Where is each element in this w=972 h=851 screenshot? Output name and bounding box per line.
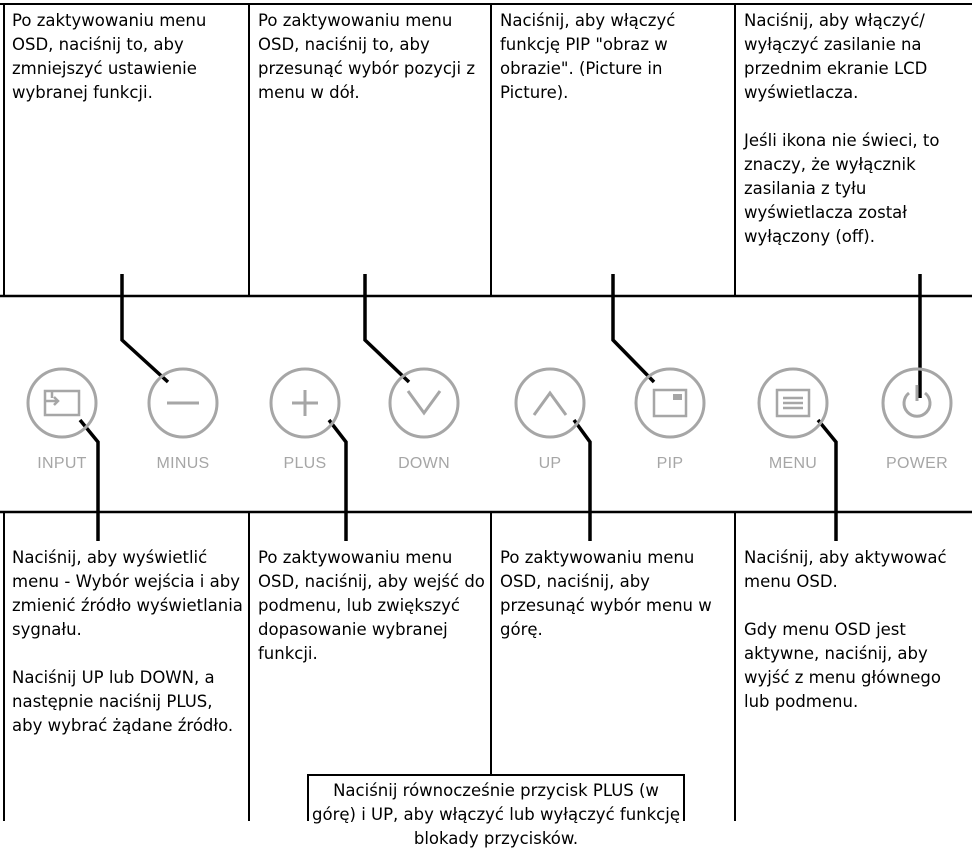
input-label: INPUT <box>37 455 87 472</box>
power-button[interactable] <box>881 367 953 439</box>
up-button[interactable] <box>514 367 586 439</box>
plus-button[interactable] <box>269 367 341 439</box>
top-panel-frame <box>0 3 972 298</box>
power-description-text: Naciśnij, aby włączyć/ wyłączyć zasilani… <box>744 11 928 102</box>
minus-label: MINUS <box>156 455 210 472</box>
plus-description-text: Po zaktywowaniu menu OSD, naciśnij, aby … <box>258 548 485 663</box>
plus-label: PLUS <box>283 455 327 472</box>
input-description-text: Naciśnij, aby wyświetlić menu - Wybór we… <box>12 548 243 639</box>
bottom-panel-frame <box>0 510 972 821</box>
menu-button[interactable] <box>757 367 829 439</box>
up-description-text: Po zaktywowaniu menu OSD, naciśnij, aby … <box>500 548 712 639</box>
power-label: POWER <box>886 455 948 472</box>
minus-description-text: Po zaktywowaniu menu OSD, naciśnij to, a… <box>12 11 207 102</box>
down-label: DOWN <box>398 455 450 472</box>
pip-label: PIP <box>656 455 684 472</box>
pip-button[interactable] <box>634 367 706 439</box>
control-panel-diagram: Po zaktywowaniu menu OSD, naciśnij to, a… <box>0 3 972 848</box>
plus-icon <box>292 390 318 416</box>
input-icon <box>43 389 81 417</box>
down-button[interactable] <box>388 367 460 439</box>
menu-description-text: Naciśnij, aby aktywować menu OSD. <box>744 548 947 591</box>
menu-icon <box>775 388 811 418</box>
plus-description: Po zaktywowaniu menu OSD, naciśnij, aby … <box>258 546 486 666</box>
minus-description: Po zaktywowaniu menu OSD, naciśnij to, a… <box>12 9 244 105</box>
pip-description-text: Naciśnij, aby włączyć funkcję PIP "obraz… <box>500 11 676 102</box>
pip-description: Naciśnij, aby włączyć funkcję PIP "obraz… <box>500 9 730 105</box>
menu-label: MENU <box>768 455 818 472</box>
chevron-up-icon <box>532 390 568 416</box>
up-label: UP <box>538 455 562 472</box>
down-description: Po zaktywowaniu menu OSD, naciśnij to, a… <box>258 9 486 105</box>
diagram-lines <box>0 3 972 821</box>
down-description-text: Po zaktywowaniu menu OSD, naciśnij to, a… <box>258 11 476 102</box>
power-icon <box>902 385 932 418</box>
button-lock-note: Naciśnij równocześnie przycisk PLUS (w g… <box>312 781 680 848</box>
menu-description: Naciśnij, aby aktywować menu OSD. Gdy me… <box>744 546 966 714</box>
input-description-note: Naciśnij UP lub DOWN, a następnie naciśn… <box>12 668 234 735</box>
up-description: Po zaktywowaniu menu OSD, naciśnij, aby … <box>500 546 730 642</box>
power-description: Naciśnij, aby włączyć/ wyłączyć zasilani… <box>744 9 966 249</box>
button-row <box>26 367 953 439</box>
input-button[interactable] <box>26 367 98 439</box>
power-description-note: Jeśli ikona nie świeci, to znaczy, że wy… <box>744 131 940 246</box>
menu-description-note: Gdy menu OSD jest aktywne, naciśnij, aby… <box>744 620 941 711</box>
minus-button[interactable] <box>147 367 219 439</box>
leader-lines <box>78 274 922 541</box>
chevron-down-icon <box>406 390 442 416</box>
pip-icon <box>652 388 688 418</box>
input-description: Naciśnij, aby wyświetlić menu - Wybór we… <box>12 546 244 738</box>
